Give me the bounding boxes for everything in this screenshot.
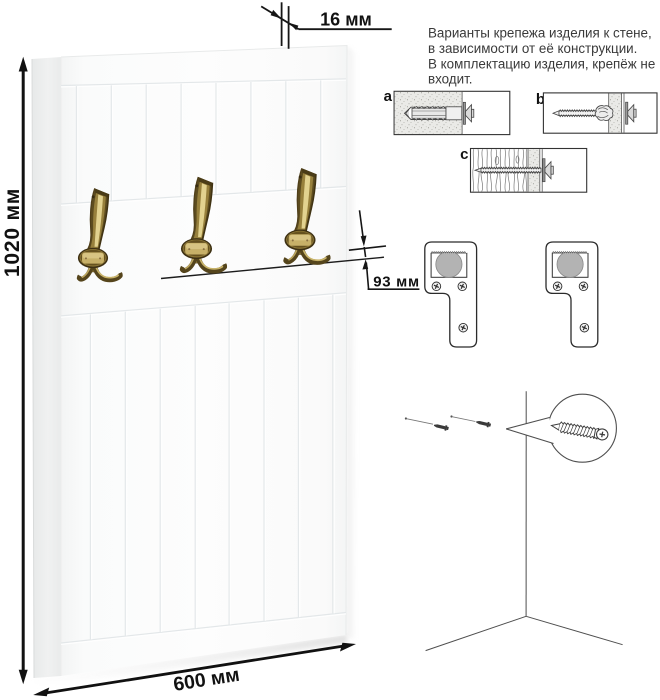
svg-text:93 мм: 93 мм [373, 274, 420, 291]
svg-text:a: a [384, 88, 393, 105]
svg-text:1020 мм: 1020 мм [1, 188, 24, 277]
svg-text:b: b [536, 91, 545, 108]
svg-text:c: c [460, 146, 468, 163]
svg-text:Варианты крепежа изделия к сте: Варианты крепежа изделия к стене, [428, 26, 652, 41]
svg-text:16 мм: 16 мм [320, 10, 372, 30]
svg-text:В комплектацию изделия, крепёж: В комплектацию изделия, крепёж не [428, 56, 655, 71]
svg-text:входит.: входит. [428, 72, 472, 87]
svg-text:600 мм: 600 мм [172, 664, 241, 696]
svg-text:в зависимости от её конструкци: в зависимости от её конструкции. [428, 41, 637, 56]
